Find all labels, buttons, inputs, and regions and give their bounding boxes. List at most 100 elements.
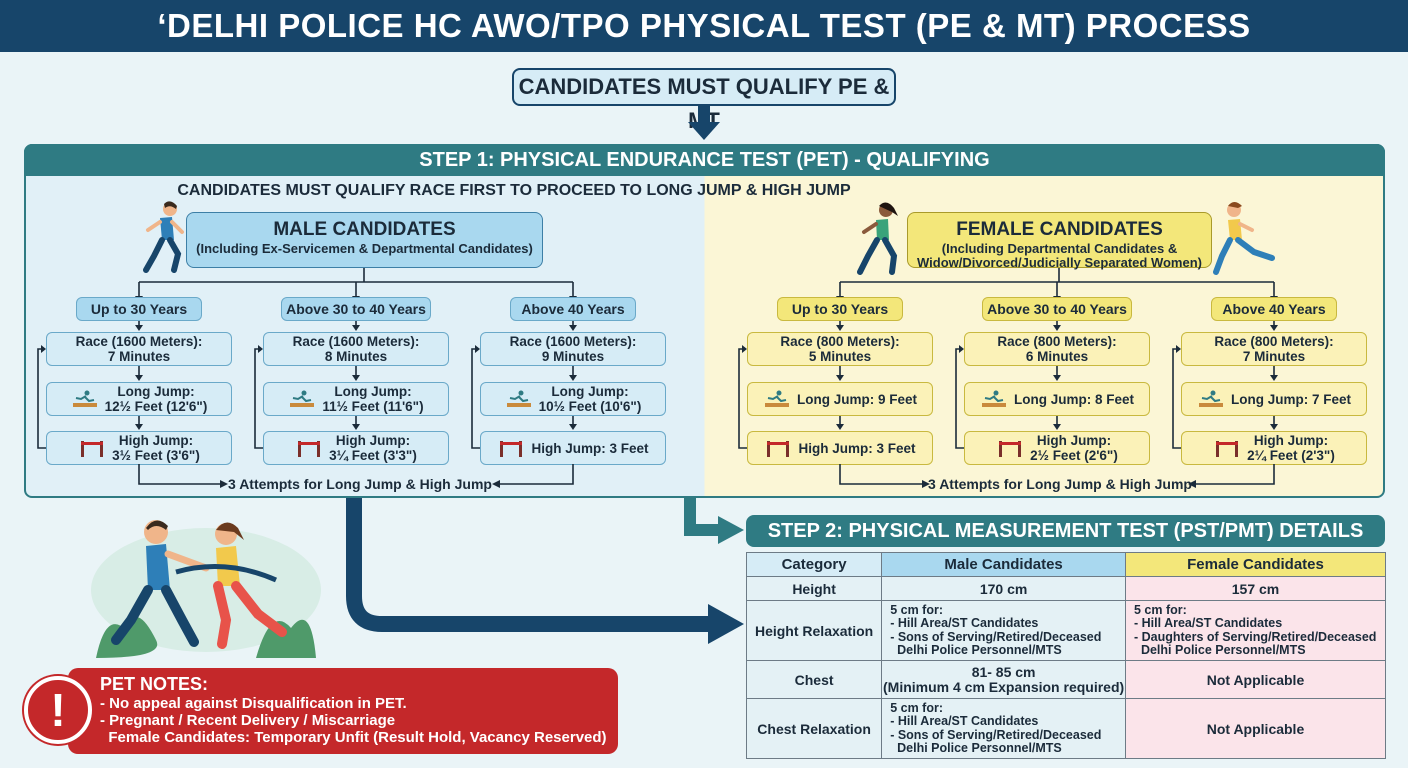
male-age-group-3-text: Above 40 Years xyxy=(521,301,625,317)
male-long-jump-box-1-text: Long Jump: 12½ Feet (12'6") xyxy=(104,384,208,414)
male-age-group-3: Above 40 Years xyxy=(510,297,636,321)
female-high-jump-box-2-text: High Jump: 2½ Feet (2'6") xyxy=(1030,433,1118,463)
female-high-jump-box-3-text: High Jump: 2¼ Feet (2'3") xyxy=(1247,433,1335,463)
high-jump-icon xyxy=(764,439,792,457)
step2-title: STEP 2: PHYSICAL MEASUREMENT TEST (PST/P… xyxy=(746,515,1385,547)
pmt-arrow-head xyxy=(708,604,744,644)
male-race-box-2: Race (1600 Meters): 8 Minutes xyxy=(263,332,449,366)
female-high-jump-box-2: High Jump: 2½ Feet (2'6") xyxy=(964,431,1150,465)
row-category: Height xyxy=(745,576,883,601)
step2-arrow-path xyxy=(684,498,722,536)
female-age-group-1: Up to 30 Years xyxy=(777,297,903,321)
table-row: Height Relaxation 5 cm for: - Hill Area/… xyxy=(745,600,1386,661)
step1-panel xyxy=(24,144,1385,498)
male-high-jump-box-1: High Jump: 3½ Feet (3'6") xyxy=(46,431,232,465)
female-age-group-2-text: Above 30 to 40 Years xyxy=(987,301,1127,317)
table-header-row: Category Male Candidates Female Candidat… xyxy=(745,552,1386,577)
high-jump-icon xyxy=(78,439,106,457)
qualify-note: CANDIDATES MUST QUALIFY PE & MT xyxy=(512,68,896,133)
long-jump-icon xyxy=(505,390,533,408)
row-category: Chest Relaxation xyxy=(745,698,883,759)
female-long-jump-box-2-text: Long Jump: 8 Feet xyxy=(1013,391,1134,407)
male-long-jump-box-3-text: Long Jump: 10½ Feet (10'6") xyxy=(538,384,642,414)
row-category: Height Relaxation xyxy=(745,600,883,661)
male-title: MALE CANDIDATES xyxy=(273,219,456,240)
table-row: Height 170 cm 157 cm xyxy=(745,576,1386,601)
female-race-box-2-text: Race (800 Meters): 6 Minutes xyxy=(997,334,1117,364)
female-candidates-header: FEMALE CANDIDATES (Including Departmenta… xyxy=(907,212,1212,270)
male-race-box-2-text: Race (1600 Meters): 8 Minutes xyxy=(292,334,420,364)
row-male-value: 170 cm xyxy=(881,576,1126,601)
long-jump-icon xyxy=(71,390,99,408)
female-high-jump-box-1: High Jump: 3 Feet xyxy=(747,431,933,465)
male-age-group-2: Above 30 to 40 Years xyxy=(281,297,431,321)
alert-icon: ! xyxy=(24,676,92,744)
female-long-jump-box-3: Long Jump: 7 Feet xyxy=(1181,382,1367,416)
notes-line: - Pregnant / Recent Delivery / Miscarria… xyxy=(100,712,396,729)
male-runner-icon xyxy=(143,201,184,273)
male-race-box-1: Race (1600 Meters): 7 Minutes xyxy=(46,332,232,366)
header-category: Category xyxy=(745,552,883,577)
notes-title: PET NOTES: xyxy=(100,674,209,694)
row-male-value: 5 cm for: - Hill Area/ST Candidates - So… xyxy=(881,698,1126,759)
pet-notes: PET NOTES: - No appeal against Disqualif… xyxy=(68,668,618,754)
male-race-box-3: Race (1600 Meters): 9 Minutes xyxy=(480,332,666,366)
down-arrow-shaft xyxy=(698,106,710,126)
female-age-group-3: Above 40 Years xyxy=(1211,297,1337,321)
male-attempts-note: 3 Attempts for Long Jump & High Jump xyxy=(228,476,492,492)
notes-line: Female Candidates: Temporary Unfit (Resu… xyxy=(100,729,607,746)
male-candidates-header: MALE CANDIDATES (Including Ex-Servicemen… xyxy=(186,212,543,268)
high-jump-icon xyxy=(295,439,323,457)
female-long-jump-box-2: Long Jump: 8 Feet xyxy=(964,382,1150,416)
row-category: Chest xyxy=(745,660,883,699)
female-runner-left-icon xyxy=(857,202,898,275)
female-race-box-3: Race (800 Meters): 7 Minutes xyxy=(1181,332,1367,366)
female-subtitle: (Including Departmental Candidates & Wid… xyxy=(917,241,1202,270)
high-jump-icon xyxy=(996,439,1024,457)
male-high-jump-box-3-text: High Jump: 3 Feet xyxy=(531,440,649,456)
high-jump-icon xyxy=(1213,439,1241,457)
pmt-table: Category Male Candidates Female Candidat… xyxy=(745,552,1386,759)
male-age-group-1: Up to 30 Years xyxy=(76,297,202,321)
row-female-value: Not Applicable xyxy=(1125,698,1386,759)
row-male-value: 5 cm for: - Hill Area/ST Candidates - So… xyxy=(881,600,1126,661)
male-long-jump-box-2-text: Long Jump: 11½ Feet (11'6") xyxy=(322,384,424,414)
long-jump-icon xyxy=(763,390,791,408)
female-long-jump-box-1: Long Jump: 9 Feet xyxy=(747,382,933,416)
runners-illustration xyxy=(91,520,321,658)
female-race-box-3-text: Race (800 Meters): 7 Minutes xyxy=(1214,334,1334,364)
long-jump-icon xyxy=(1197,390,1225,408)
step2-arrow-head xyxy=(718,516,744,544)
male-subtitle: (Including Ex-Servicemen & Departmental … xyxy=(196,241,533,256)
female-age-group-3-text: Above 40 Years xyxy=(1222,301,1326,317)
table-row: Chest Relaxation 5 cm for: - Hill Area/S… xyxy=(745,698,1386,759)
pmt-arrow-path xyxy=(346,498,712,632)
female-age-group-2: Above 30 to 40 Years xyxy=(982,297,1132,321)
male-long-jump-box-3: Long Jump: 10½ Feet (10'6") xyxy=(480,382,666,416)
race-first-note: CANDIDATES MUST QUALIFY RACE FIRST TO PR… xyxy=(177,182,851,199)
row-male-value: 81- 85 cm (Minimum 4 cm Expansion requir… xyxy=(881,660,1126,699)
male-race-box-3-text: Race (1600 Meters): 9 Minutes xyxy=(509,334,637,364)
notes-line: - No appeal against Disqualification in … xyxy=(100,695,407,712)
male-age-group-1-text: Up to 30 Years xyxy=(90,301,188,317)
step1-title: STEP 1: PHYSICAL ENDURANCE TEST (PET) - … xyxy=(24,144,1385,176)
row-female-value: 157 cm xyxy=(1125,576,1386,601)
header-female: Female Candidates xyxy=(1125,552,1386,577)
long-jump-icon xyxy=(980,390,1008,408)
male-age-group-2-text: Above 30 to 40 Years xyxy=(286,301,426,317)
female-long-jump-box-3-text: Long Jump: 7 Feet xyxy=(1230,391,1351,407)
male-race-box-1-text: Race (1600 Meters): 7 Minutes xyxy=(75,334,203,364)
male-high-jump-box-2: High Jump: 3¼ Feet (3'3") xyxy=(263,431,449,465)
male-high-jump-box-3: High Jump: 3 Feet xyxy=(480,431,666,465)
male-high-jump-box-1-text: High Jump: 3½ Feet (3'6") xyxy=(112,433,200,463)
female-race-box-1-text: Race (800 Meters): 5 Minutes xyxy=(780,334,900,364)
page-title: ‘DELHI POLICE HC AWO/TPO PHYSICAL TEST (… xyxy=(0,0,1408,52)
table-row: Chest 81- 85 cm (Minimum 4 cm Expansion … xyxy=(745,660,1386,699)
female-title: FEMALE CANDIDATES xyxy=(956,219,1163,240)
female-race-box-2: Race (800 Meters): 6 Minutes xyxy=(964,332,1150,366)
long-jump-icon xyxy=(288,390,316,408)
down-arrow-head xyxy=(688,122,720,140)
